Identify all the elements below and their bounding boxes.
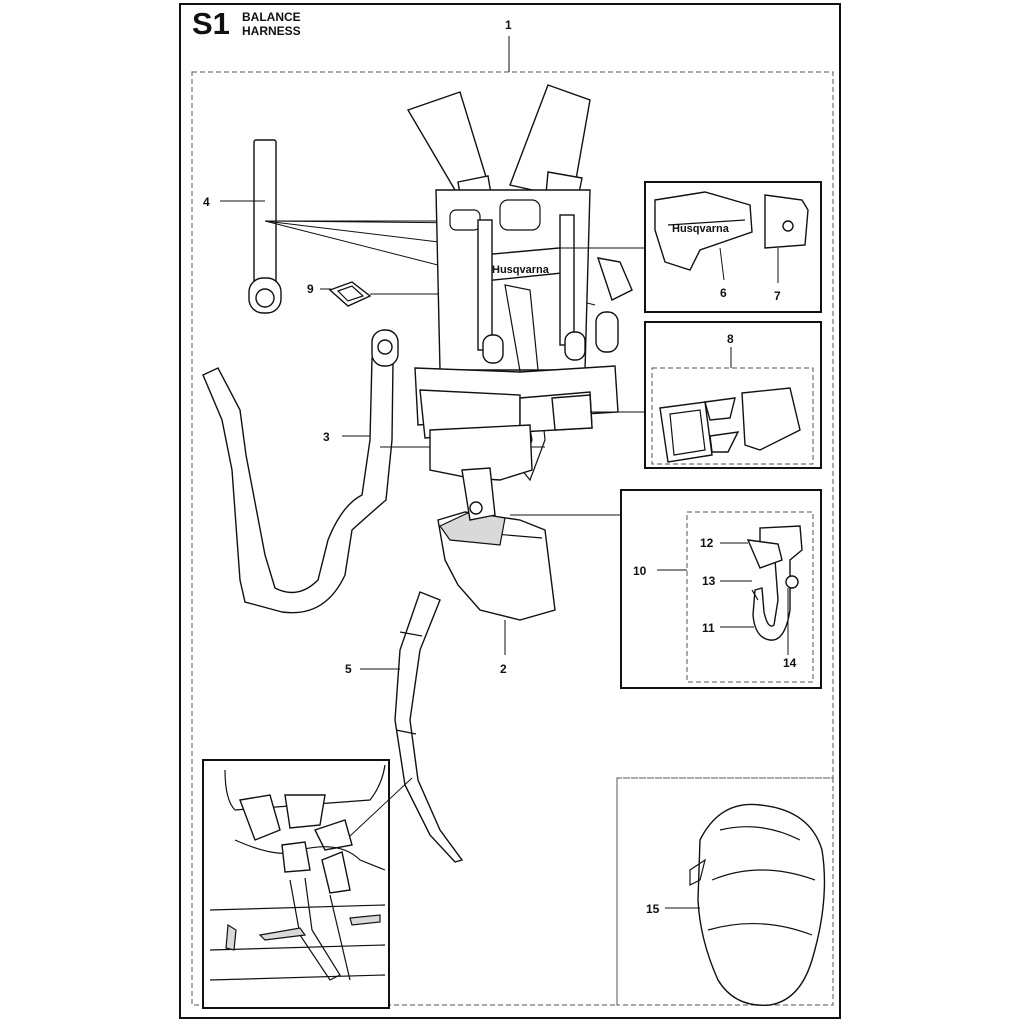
callout-3: 3 bbox=[323, 430, 330, 444]
part-9-buckle bbox=[328, 281, 372, 307]
callout-12: 12 bbox=[700, 536, 714, 550]
brand-label: Husqvarna bbox=[492, 264, 550, 276]
section-title-line-1: BALANCE bbox=[242, 10, 301, 24]
callout-5: 5 bbox=[345, 662, 352, 676]
callout-9: 9 bbox=[307, 282, 314, 296]
harness-assembly: Husqvarna bbox=[406, 84, 633, 621]
part-6-label-cover: Husqvarna bbox=[654, 191, 753, 271]
part-6-brand-label: Husqvarna bbox=[672, 223, 730, 235]
section-title-line-2: HARNESS bbox=[242, 24, 301, 38]
part-5-strap bbox=[394, 591, 464, 863]
part-4-strap bbox=[248, 139, 282, 314]
callout-13: 13 bbox=[702, 574, 716, 588]
callout-15: 15 bbox=[646, 902, 660, 916]
part-10-hook-assembly bbox=[746, 525, 803, 641]
section-code: S1 bbox=[192, 6, 230, 41]
part-15-cover bbox=[689, 803, 826, 1006]
callout-1: 1 bbox=[505, 18, 512, 32]
callout-7: 7 bbox=[774, 289, 781, 303]
callout-14: 14 bbox=[783, 656, 797, 670]
part-8-buckle bbox=[659, 387, 801, 463]
callout-6: 6 bbox=[720, 286, 727, 300]
drawing-frame bbox=[179, 3, 841, 1019]
callout-11: 11 bbox=[702, 621, 715, 635]
part-15-area bbox=[616, 777, 834, 1006]
callout-10: 10 bbox=[633, 564, 647, 578]
callout-8: 8 bbox=[727, 332, 734, 346]
part-7-clip bbox=[764, 194, 809, 249]
part-3-belt bbox=[202, 329, 399, 614]
callout-2: 2 bbox=[500, 662, 507, 676]
inset-strap-drawing bbox=[209, 764, 386, 981]
callout-4: 4 bbox=[203, 195, 210, 209]
